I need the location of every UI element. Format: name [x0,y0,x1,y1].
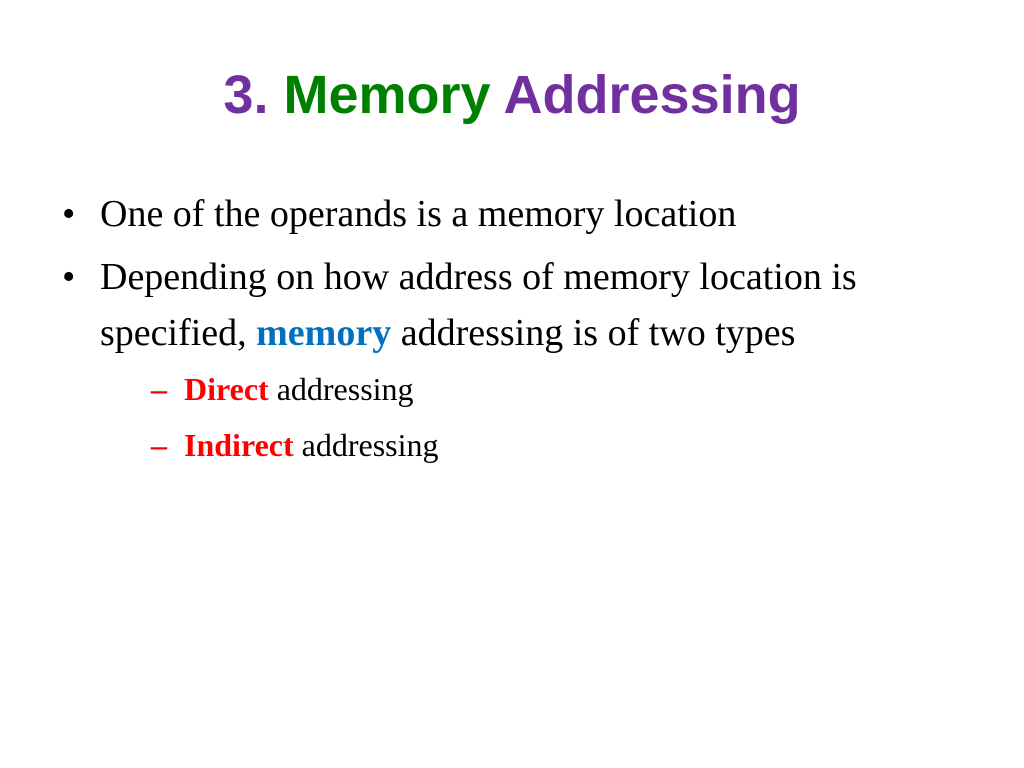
highlight-direct: Direct [184,371,269,407]
slide-title: 3. Memory Addressing [0,60,1024,130]
bullet-item-operands: • One of the operands is a memory locati… [62,186,962,242]
sub-item-text: addressing [301,427,439,463]
sub-bullet-list: – Direct addressing – Indirect addressin… [100,367,962,467]
title-number: 3. [223,65,269,125]
bullet-text: One of the operands is a memory location [100,193,737,235]
sub-item-direct: – Direct addressing [100,367,962,411]
bullet-item-depending: • Depending on how address of memory loc… [62,249,962,467]
bullet-marker: • [62,193,76,235]
bullet-text-before: Depending on how address of memory locat… [100,256,857,354]
bullet-list: • One of the operands is a memory locati… [62,186,962,467]
slide-body: • One of the operands is a memory locati… [62,186,962,479]
highlight-memory: memory [256,312,392,354]
bullet-text-after: addressing is of two types [400,312,796,354]
title-word-memory: Memory [283,65,491,125]
sub-item-text: addressing [276,371,414,407]
highlight-indirect: Indirect [184,427,294,463]
bullet-marker: • [62,256,76,298]
sub-item-indirect: – Indirect addressing [100,423,962,467]
dash-marker: – [151,371,167,407]
title-word-addressing: Addressing [503,65,801,125]
dash-marker: – [151,427,167,463]
